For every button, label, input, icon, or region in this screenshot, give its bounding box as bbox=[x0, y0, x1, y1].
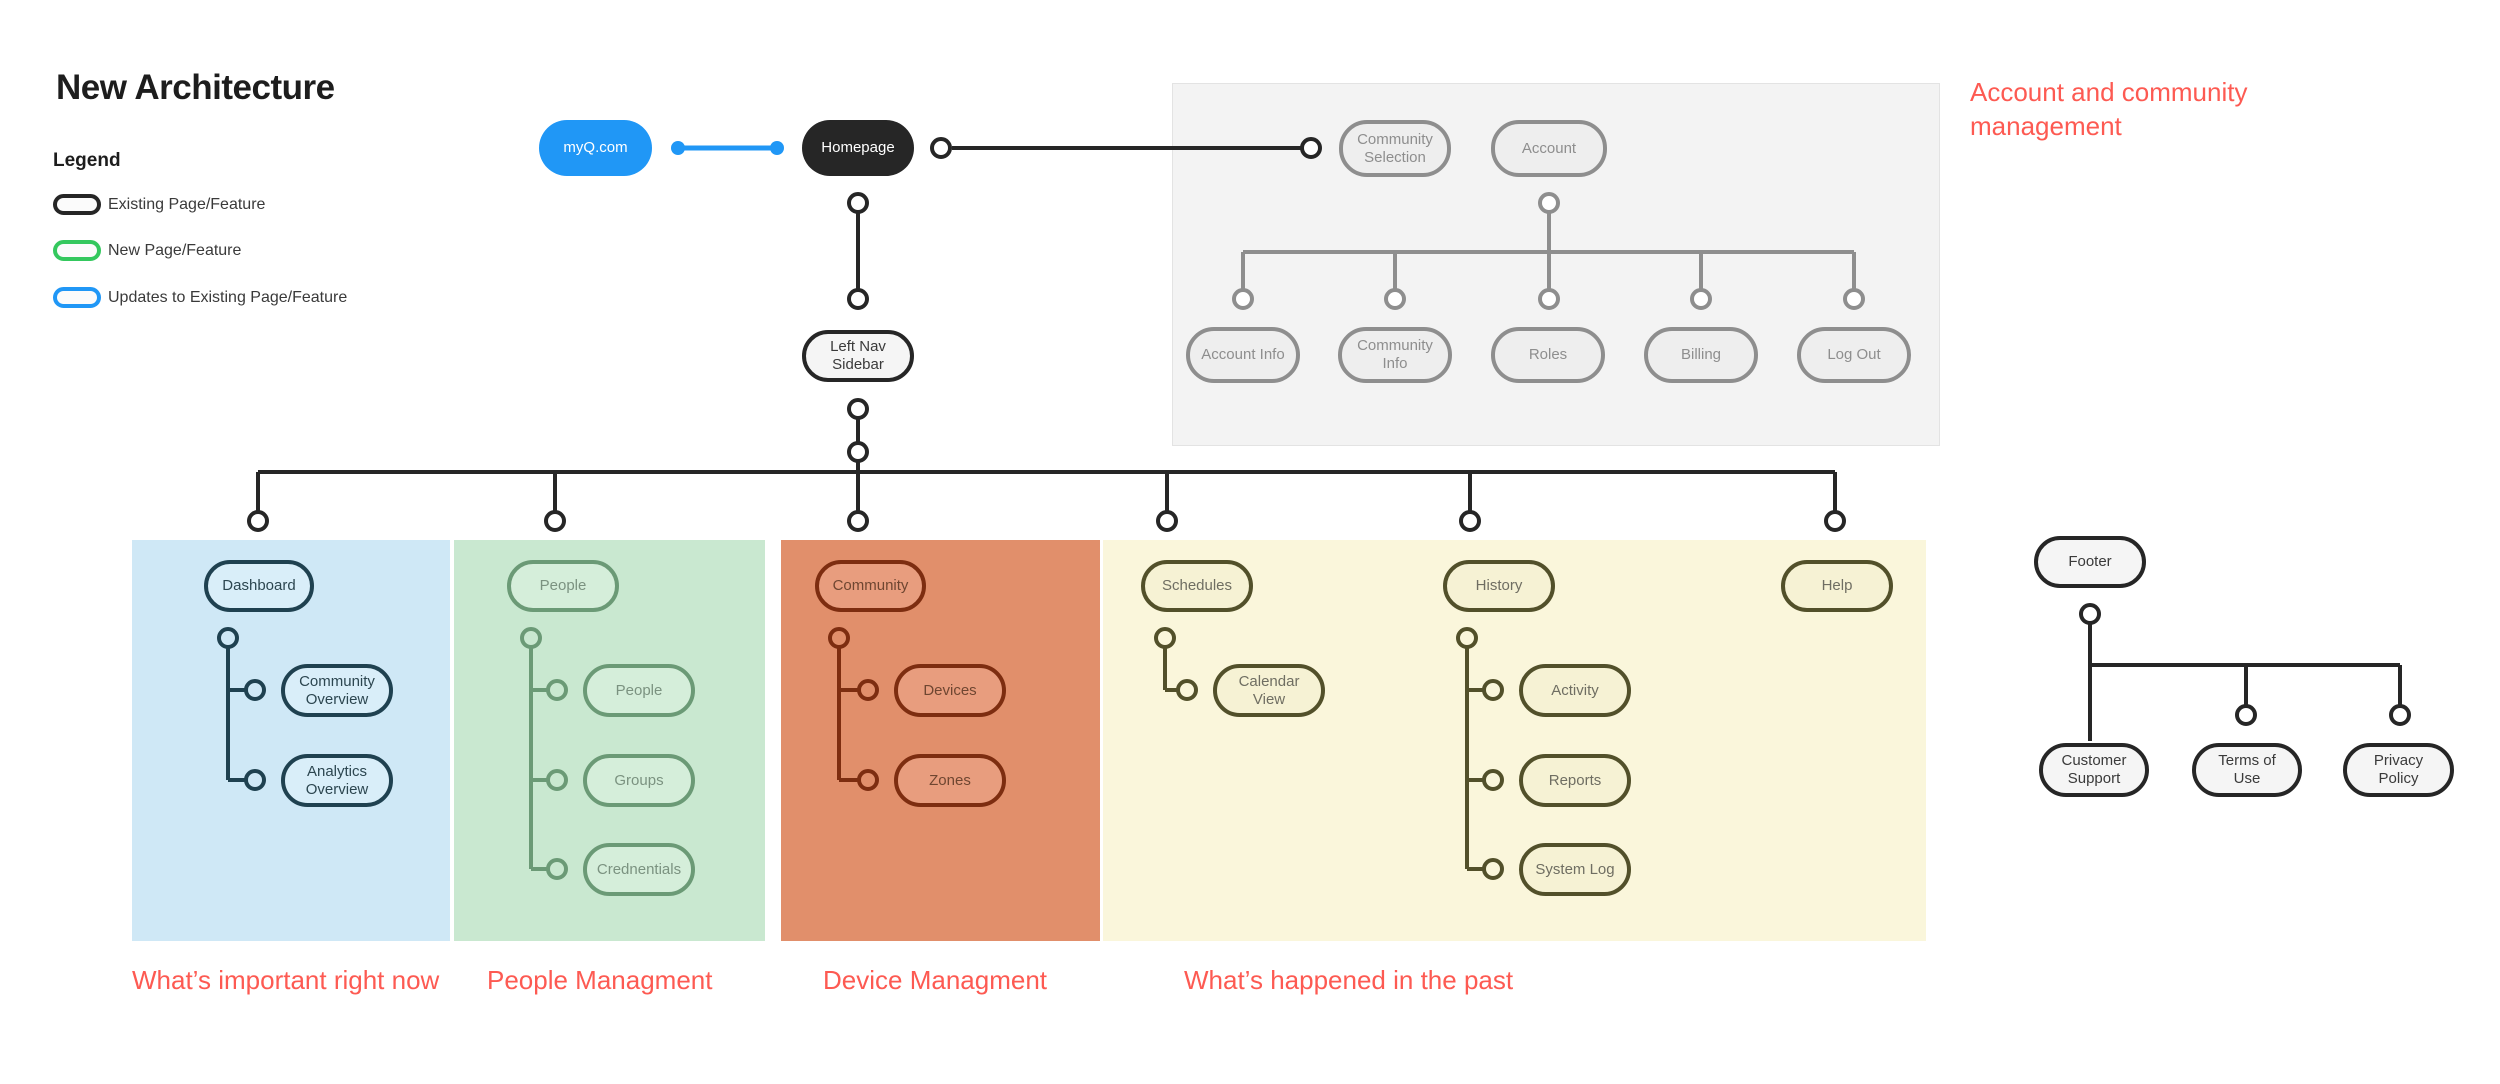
legend-swatch-new bbox=[53, 240, 101, 261]
legend-label-updates: Updates to Existing Page/Feature bbox=[108, 289, 348, 306]
legend-swatch-existing bbox=[53, 194, 101, 215]
caption-history: What’s happened in the past bbox=[1184, 965, 1514, 995]
caption-community: Device Managment bbox=[823, 965, 1047, 995]
node-history[interactable]: History bbox=[1443, 560, 1555, 612]
node-help[interactable]: Help bbox=[1781, 560, 1893, 612]
caption-dashboard: What’s important right now bbox=[132, 965, 440, 995]
connector-homepage-leftnav bbox=[847, 192, 869, 472]
node-people-child[interactable]: People bbox=[583, 664, 695, 717]
node-footer[interactable]: Footer bbox=[2034, 536, 2146, 588]
node-zones[interactable]: Zones bbox=[894, 754, 1006, 807]
node-credentials[interactable]: Crednentials bbox=[583, 843, 695, 896]
node-community-overview[interactable]: Community Overview bbox=[281, 664, 393, 717]
node-billing[interactable]: Billing bbox=[1644, 327, 1758, 383]
legend-swatch-updates bbox=[53, 287, 101, 308]
node-schedules[interactable]: Schedules bbox=[1141, 560, 1253, 612]
legend-heading: Legend bbox=[53, 150, 121, 171]
node-community-selection[interactable]: Community Selection bbox=[1339, 120, 1451, 177]
node-devices[interactable]: Devices bbox=[894, 664, 1006, 717]
legend-label-existing: Existing Page/Feature bbox=[108, 196, 266, 213]
annotation-account-community: Account and community management bbox=[1970, 77, 2248, 141]
node-groups[interactable]: Groups bbox=[583, 754, 695, 807]
node-privacy-policy[interactable]: Privacy Policy bbox=[2343, 743, 2454, 797]
node-community[interactable]: Community bbox=[815, 560, 926, 612]
node-log-out[interactable]: Log Out bbox=[1797, 327, 1911, 383]
node-terms-of-use[interactable]: Terms of Use bbox=[2192, 743, 2302, 797]
connector-schedules-tree bbox=[1154, 627, 1198, 701]
node-account[interactable]: Account bbox=[1491, 120, 1607, 177]
node-roles[interactable]: Roles bbox=[1491, 327, 1605, 383]
node-calendar-view[interactable]: Calendar View bbox=[1213, 664, 1325, 717]
node-dashboard[interactable]: Dashboard bbox=[204, 560, 314, 612]
node-account-info[interactable]: Account Info bbox=[1186, 327, 1300, 383]
node-reports[interactable]: Reports bbox=[1519, 754, 1631, 807]
connector-people-tree bbox=[520, 627, 568, 880]
node-homepage[interactable]: Homepage bbox=[802, 120, 914, 176]
node-analytics-overview[interactable]: Analytics Overview bbox=[281, 754, 393, 807]
connector-main-branch bbox=[247, 470, 1846, 532]
node-customer-support[interactable]: Customer Support bbox=[2039, 743, 2149, 797]
connector-footer-tree bbox=[2079, 603, 2411, 741]
node-left-nav-sidebar[interactable]: Left Nav Sidebar bbox=[802, 330, 914, 382]
connector-homepage-panel bbox=[930, 137, 1322, 159]
connector-dashboard-tree bbox=[217, 627, 266, 791]
legend-label-new: New Page/Feature bbox=[108, 242, 242, 259]
node-community-info[interactable]: Community Info bbox=[1338, 327, 1452, 383]
connector-account-tree bbox=[1232, 192, 1865, 310]
node-people[interactable]: People bbox=[507, 560, 619, 612]
node-myq[interactable]: myQ.com bbox=[539, 120, 652, 176]
connector-history-tree bbox=[1456, 627, 1504, 880]
connector-community-tree bbox=[828, 627, 879, 791]
connector-myq-homepage bbox=[671, 141, 784, 155]
caption-people: People Managment bbox=[487, 965, 713, 995]
node-system-log[interactable]: System Log bbox=[1519, 843, 1631, 896]
page-title: New Architecture bbox=[56, 68, 335, 107]
node-activity[interactable]: Activity bbox=[1519, 664, 1631, 717]
